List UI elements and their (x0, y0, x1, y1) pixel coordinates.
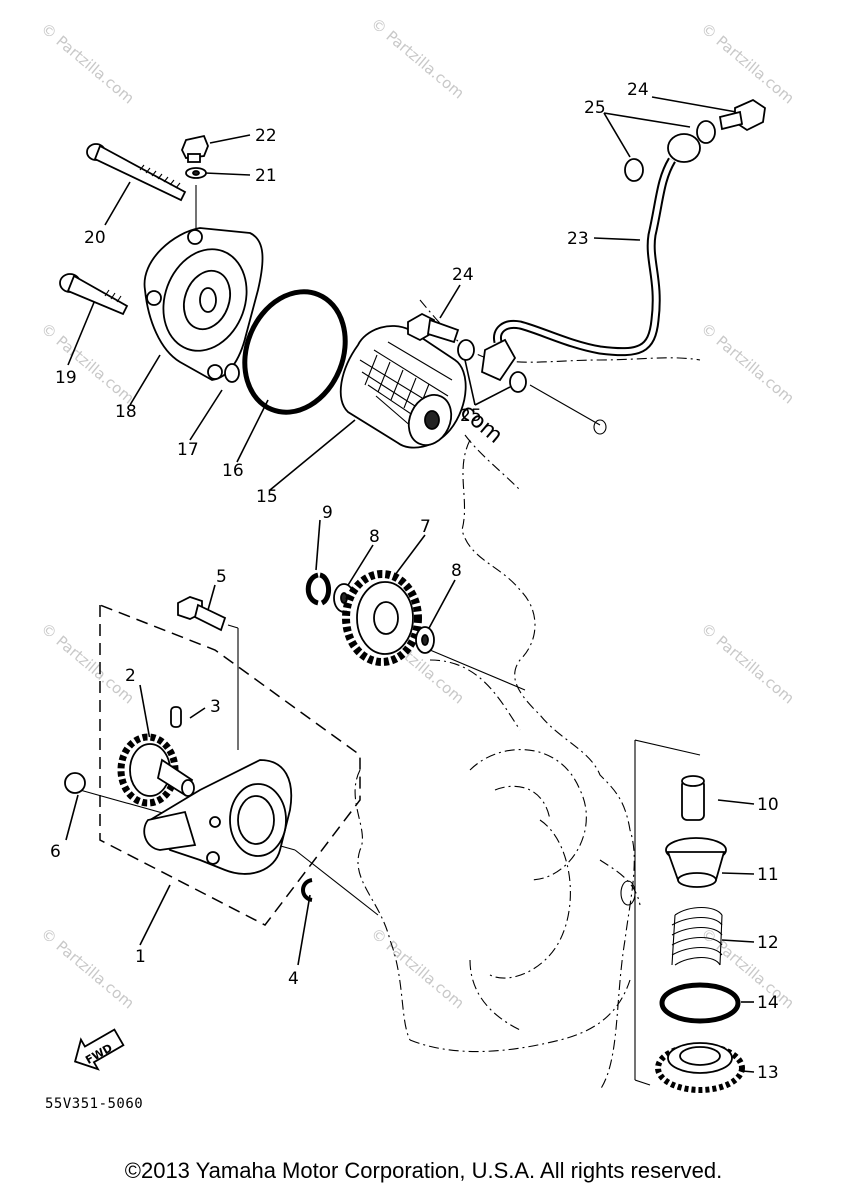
watermark: © Partzilla.com (367, 14, 467, 102)
engine-case-outline (354, 299, 701, 1091)
callout-15: 15 (256, 487, 278, 507)
part-21-washer-hole (192, 170, 200, 176)
part-22-bolt (181, 134, 209, 163)
part-pump-body (143, 759, 293, 875)
callout-7: 7 (420, 517, 431, 537)
part-20-long-bolt (86, 143, 187, 202)
callout-23: 23 (567, 229, 589, 249)
callout-12: 12 (757, 933, 779, 953)
callout-19: 19 (55, 368, 77, 388)
callout-25b: 25 (460, 406, 482, 426)
part-12-spring (671, 906, 723, 966)
part-17-o-ring (224, 363, 240, 383)
part-3-pin (170, 706, 182, 728)
part-11-plug (665, 837, 727, 888)
part-24-union-bolt-lower (407, 312, 460, 344)
watermark: © Partzilla.com (37, 619, 137, 707)
callout-17: 17 (177, 440, 199, 460)
callout-16: 16 (222, 461, 244, 481)
part-16-o-ring (242, 289, 348, 415)
part-8-washer-b-hole (421, 634, 429, 646)
callout-9: 9 (322, 503, 333, 523)
part-2-drive-gear (117, 733, 195, 807)
callout-5: 5 (216, 567, 227, 587)
callout-10: 10 (757, 795, 779, 815)
part-5-bolt (177, 596, 227, 632)
part-4-circlip (301, 878, 313, 902)
fwd-arrow: FWD (73, 1028, 125, 1071)
part-13-drain-plug (655, 1042, 745, 1093)
callout-20: 20 (84, 228, 106, 248)
watermark: © Partzilla.com (37, 19, 137, 107)
callout-8b: 8 (451, 561, 462, 581)
part-25-washer-lower-a (457, 339, 475, 361)
callout-2: 2 (125, 666, 136, 686)
part-7-gear (342, 570, 422, 666)
part-24-union-bolt-upper (718, 98, 766, 132)
part-25-washer-upper-a (696, 120, 716, 144)
callout-24a: 24 (627, 80, 649, 100)
part-6-bushing (64, 772, 86, 794)
diagram-code: 55V351-5060 (45, 1096, 144, 1112)
part-25-washer-upper-b (624, 158, 644, 182)
watermark: © Partzilla.com (697, 19, 797, 107)
callout-21: 21 (255, 166, 277, 186)
callouts: 1 2 3 4 5 6 7 8 8 9 10 11 12 14 13 15 16… (50, 80, 779, 1083)
callout-14: 14 (757, 993, 779, 1013)
part-10-pin (681, 775, 705, 821)
watermark: © Partzilla.com (697, 619, 797, 707)
part-19-bolt (59, 273, 129, 316)
callout-13: 13 (757, 1063, 779, 1083)
part-9-circlip (305, 572, 331, 606)
watermark: © Partzilla.com (367, 924, 467, 1012)
callout-24b: 24 (452, 265, 474, 285)
part-25-washer-lower-b (509, 371, 527, 393)
part-23-oil-pipe (481, 133, 701, 382)
callout-22: 22 (255, 126, 277, 146)
callout-6: 6 (50, 842, 61, 862)
watermark: © Partzilla.com (697, 319, 797, 407)
pipe-port-hole (593, 419, 607, 435)
watermark: © Partzilla.com (37, 924, 137, 1012)
part-18-filter-cover (143, 227, 264, 381)
watermark: © Partzilla.com (37, 319, 137, 407)
callout-1: 1 (135, 947, 146, 967)
watermark: © Partzilla.com (697, 924, 797, 1012)
callout-18: 18 (115, 402, 137, 422)
callout-3: 3 (210, 697, 221, 717)
callout-4: 4 (288, 969, 299, 989)
part-15-oil-filter (339, 325, 467, 449)
part-14-o-ring (659, 982, 741, 1024)
callout-8a: 8 (369, 527, 380, 547)
callout-11: 11 (757, 865, 779, 885)
callout-25a: 25 (584, 98, 606, 118)
pump-assembly-box (99, 603, 361, 926)
copyright-notice: ©2013 Yamaha Motor Corporation, U.S.A. A… (124, 1158, 723, 1183)
